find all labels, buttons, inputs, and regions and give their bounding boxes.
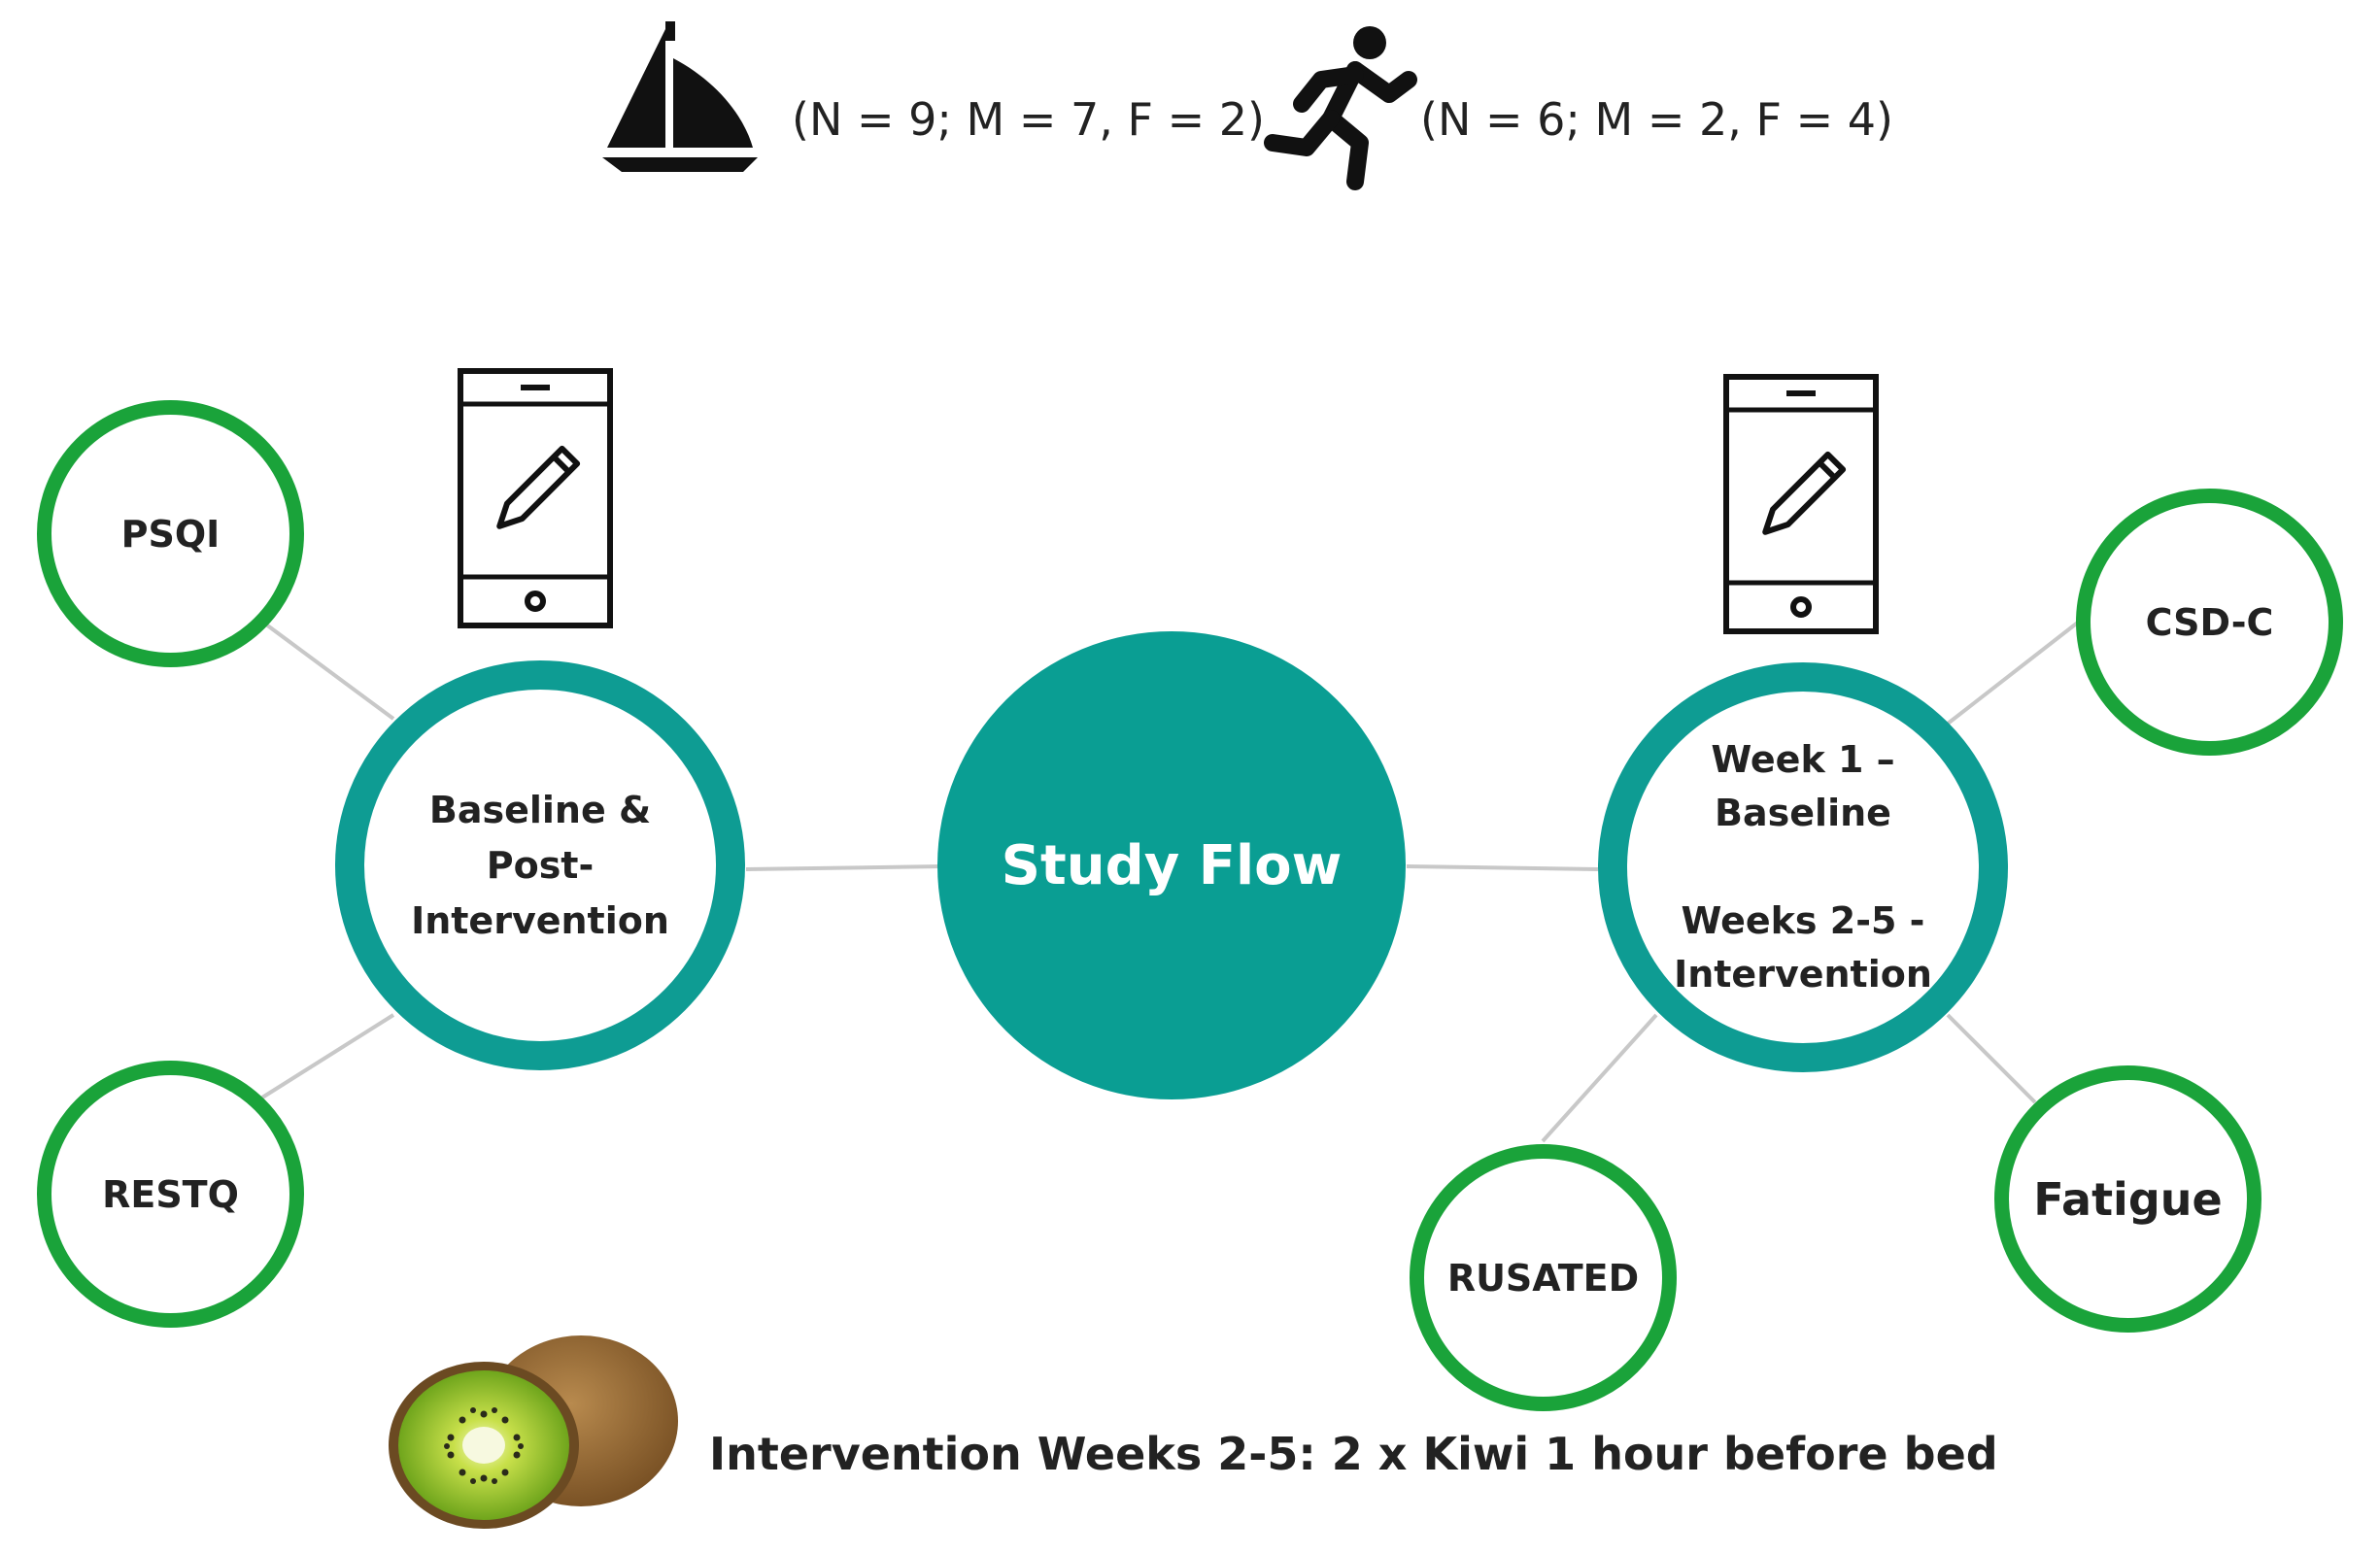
center-node: Study Flow (937, 631, 1406, 1099)
center-label: Study Flow (1001, 833, 1343, 897)
measure-psqi-label: PSQI (120, 512, 221, 556)
left-hub: Baseline & Post- Intervention (335, 660, 745, 1070)
running-group-count: (N = 6; M = 2, F = 4) (1420, 93, 1893, 146)
phone-survey-icon (458, 368, 613, 628)
sailboat-icon (602, 21, 758, 172)
right-hub: Week 1 – Baseline Weeks 2-5 - Interventi… (1598, 662, 2008, 1072)
connector-csdc (1946, 620, 2081, 726)
measure-psqi: PSQI (37, 400, 304, 667)
measure-rusated: RUSATED (1410, 1144, 1677, 1411)
left-hub-label: Baseline & Post- Intervention (411, 788, 669, 942)
measure-rusated-label: RUSATED (1446, 1256, 1640, 1300)
connector-fatigue (1946, 1013, 2037, 1104)
connector-center-right (1406, 864, 1599, 871)
right-hub-label: Week 1 – Baseline Weeks 2-5 - Interventi… (1674, 738, 1932, 996)
measure-restq: RESTQ (37, 1061, 304, 1328)
connector-psqi (260, 620, 395, 721)
measure-fatigue: Fatigue (1994, 1065, 2261, 1333)
runner-icon (1264, 26, 1417, 190)
connector-rusated (1541, 1013, 1658, 1143)
kiwi-icon (389, 1335, 678, 1529)
sailing-group-count: (N = 9; M = 7, F = 2) (792, 93, 1265, 146)
connector-left-center (745, 864, 943, 871)
intervention-note: Intervention Weeks 2-5: 2 x Kiwi 1 hour … (709, 1428, 1998, 1480)
phone-survey-icon (1723, 374, 1879, 634)
measure-csdc-label: CSD-C (2145, 600, 2274, 644)
measure-restq-label: RESTQ (102, 1172, 239, 1216)
connector-restq (260, 1013, 395, 1099)
measure-csdc: CSD-C (2076, 489, 2343, 756)
measure-fatigue-label: Fatigue (2033, 1172, 2223, 1226)
